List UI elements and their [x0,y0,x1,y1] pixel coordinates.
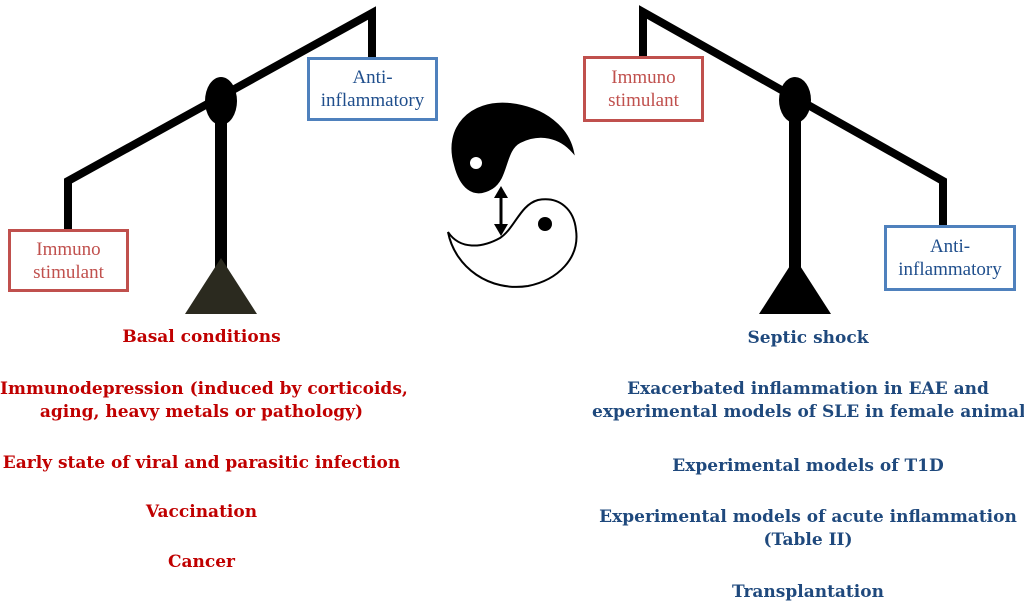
left-scale-pivot [205,77,237,125]
left-condition-early-infection: Early state of viral and parasitic infec… [0,452,403,475]
left-condition-basal: Basal conditions [0,326,403,349]
yin-yang-black-dot [538,217,552,231]
yin-yang-black-half [451,102,575,194]
right-condition-transplantation: Transplantation [592,581,1024,604]
condition-line: Experimental models of acute inflammatio… [599,507,1017,527]
double-arrow-icon [494,186,508,236]
box-line: inflammatory [320,90,425,111]
right-condition-exacerbated-inflammation: Exacerbated inflammation in EAE and expe… [592,378,1024,424]
condition-line: Transplantation [732,582,884,602]
right-condition-septic-shock: Septic shock [592,327,1024,350]
right-scale [639,5,947,314]
box-line: Immuno [611,67,676,88]
box-line: Anti- [929,236,971,257]
right-scale-post [789,95,801,273]
right-scale-base [759,258,831,314]
left-anti-inflammatory-box: Anti- inflammatory [307,57,438,121]
yin-yang-icon [447,102,578,288]
box-line: stimulant [608,90,679,111]
left-condition-immunodepression: Immunodepression (induced by corticoids,… [0,378,408,424]
box-line: stimulant [33,261,104,283]
condition-line: Exacerbated inflammation in EAE and [627,379,989,399]
condition-line: Basal conditions [122,327,281,347]
right-condition-acute-inflammation: Experimental models of acute inflammatio… [592,506,1024,552]
left-condition-vaccination: Vaccination [0,501,403,524]
yin-yang-white-dot [470,157,482,169]
condition-line: Experimental models of T1D [672,456,944,476]
condition-line: experimental models of SLE in female ani… [592,402,1024,422]
box-line: Immuno [36,238,101,260]
right-condition-t1d: Experimental models of T1D [592,455,1024,478]
box-line: inflammatory [898,259,1002,280]
condition-line: (Table II) [763,530,853,550]
condition-line: Early state of viral and parasitic infec… [2,453,401,473]
left-condition-cancer: Cancer [0,551,403,574]
left-immuno-stimulant-box: Immuno stimulant [8,229,129,292]
condition-line: Vaccination [145,502,258,522]
left-scale [64,6,376,314]
condition-line: Septic shock [747,328,869,348]
condition-line: Cancer [167,552,236,572]
left-scale-base [185,258,257,314]
yin-yang-white-half [447,198,578,288]
right-immuno-stimulant-box: Immuno stimulant [583,56,704,122]
right-anti-inflammatory-box: Anti- inflammatory [884,225,1016,291]
box-line: Anti- [352,67,393,88]
condition-line: aging, heavy metals or pathology) [39,402,364,422]
left-scale-post [215,95,227,273]
condition-line: Immunodepression (induced by corticoids, [0,379,408,399]
right-scale-pivot [779,77,811,123]
